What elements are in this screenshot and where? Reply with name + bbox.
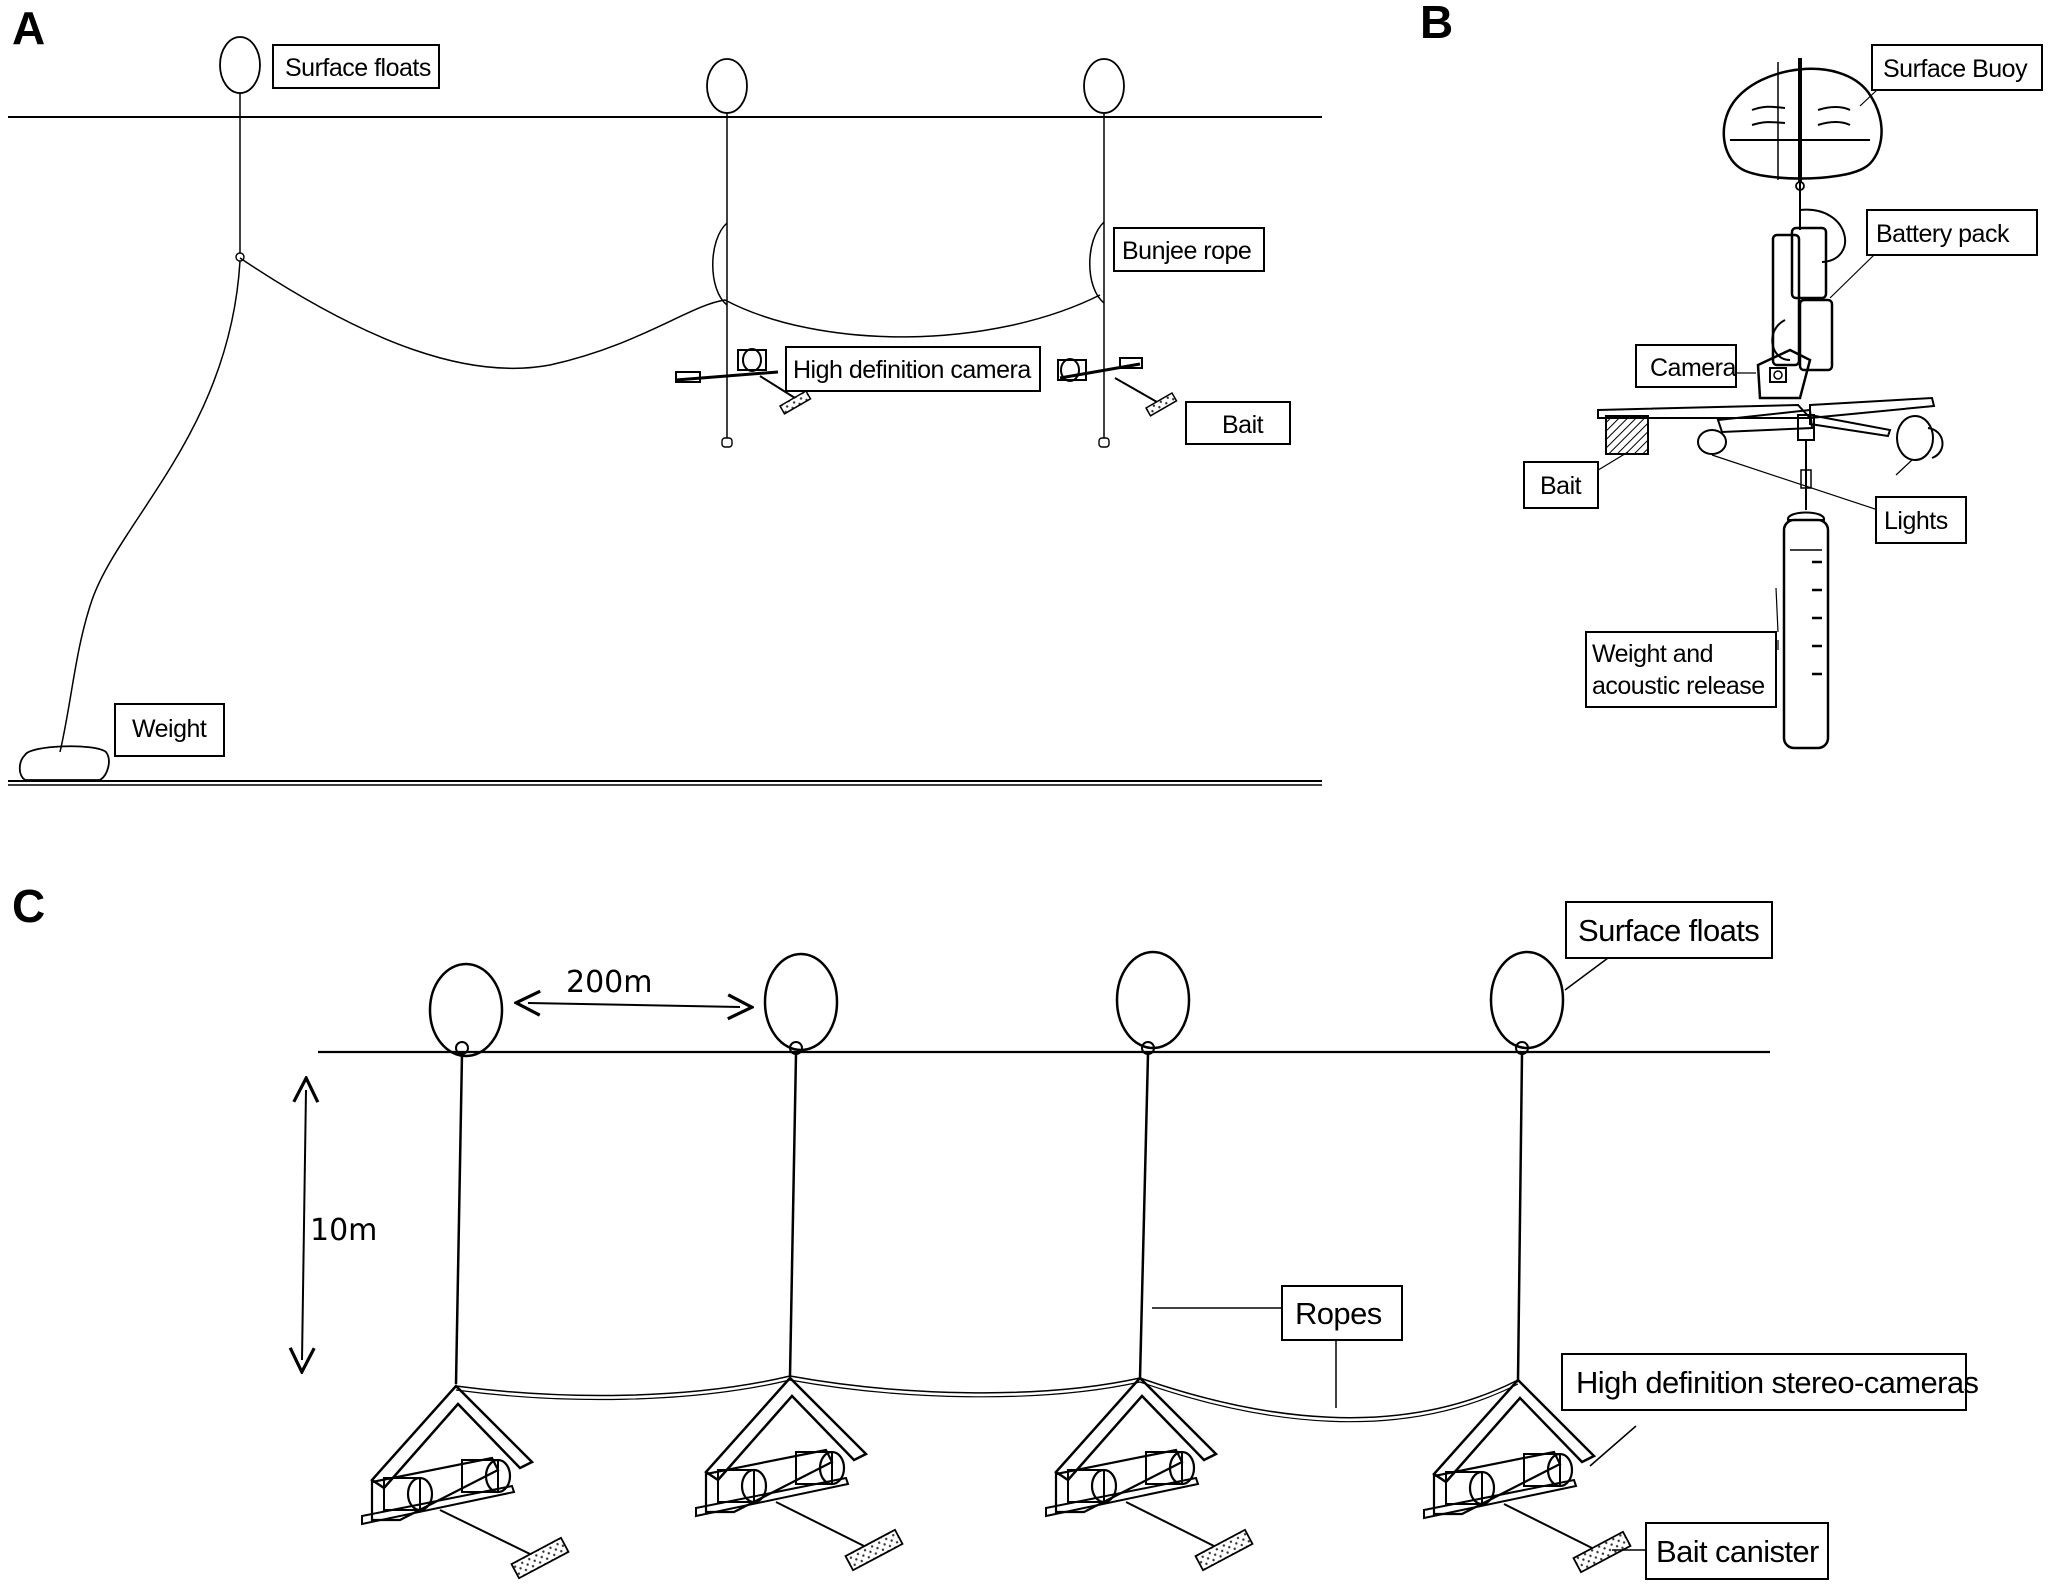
svg-text:Weight: Weight	[132, 715, 207, 743]
depth-label: 10m	[310, 1213, 377, 1248]
label-camera-b: Camera	[1635, 344, 1737, 388]
stereo-camera-frame-4	[1423, 1378, 1632, 1574]
svg-text:Battery pack: Battery pack	[1876, 220, 2010, 248]
panel-c-letter: C	[12, 880, 45, 932]
camera-icon	[742, 348, 762, 372]
camera-drop-1	[675, 58, 812, 448]
anchor-float-assembly	[18, 36, 261, 781]
light-icon	[1896, 415, 1934, 461]
light-icon	[1697, 429, 1727, 455]
panel-a: A	[8, 2, 1322, 786]
panel-c: C	[12, 880, 1979, 1580]
camera-icon	[1145, 1451, 1183, 1485]
svg-text:acoustic release: acoustic release	[1592, 672, 1765, 700]
surface-float	[1115, 950, 1191, 1050]
svg-text:Camera: Camera	[1650, 354, 1737, 382]
label-bait-b: Bait	[1523, 461, 1599, 509]
camera-drop-2	[1057, 58, 1178, 448]
surface-float	[763, 952, 839, 1052]
surface-float	[1489, 950, 1565, 1050]
svg-text:Bait canister: Bait canister	[1656, 1534, 1819, 1569]
svg-text:Weight and: Weight and	[1592, 640, 1713, 668]
panel-a-letter: A	[12, 2, 45, 54]
bait-canister	[510, 1536, 570, 1580]
surface-float	[706, 58, 748, 114]
bait-holder	[1605, 415, 1649, 455]
bait-canister	[1572, 1530, 1632, 1574]
label-surface-buoy: Surface Buoy	[1871, 44, 2043, 91]
svg-text:High definition stereo-cameras: High definition stereo-cameras	[1576, 1365, 1979, 1400]
spacing-dimension: 200m	[528, 965, 740, 1007]
label-battery-pack: Battery pack	[1866, 209, 2038, 256]
camera-icon	[795, 1451, 833, 1485]
camera-housing	[1756, 348, 1812, 400]
spacing-label: 200m	[566, 965, 652, 1000]
surface-buoy	[1722, 58, 1883, 182]
bunjee-rope-section	[1089, 221, 1105, 304]
camera-icon	[1067, 1469, 1105, 1503]
label-hd-camera: High definition camera	[785, 346, 1041, 392]
cross-frame	[1597, 396, 1936, 441]
svg-text:High definition camera: High definition camera	[793, 356, 1031, 384]
stereo-camera-frame-1	[361, 1384, 570, 1580]
svg-text:Ropes: Ropes	[1295, 1296, 1382, 1331]
bait-canister-small	[778, 390, 812, 415]
label-bait-a: Bait	[1185, 401, 1291, 445]
bait-canister-small	[1144, 392, 1178, 417]
label-lights: Lights	[1875, 496, 1967, 544]
stereo-camera-frame-3	[1045, 1376, 1254, 1572]
svg-text:Bait: Bait	[1540, 472, 1582, 500]
battery-pack	[1771, 208, 1846, 372]
bunjee-rope-section	[712, 222, 728, 306]
backbone-line	[239, 257, 1101, 370]
backbone-rope	[455, 1375, 1519, 1423]
stereo-camera-frame-2	[695, 1376, 904, 1572]
svg-text:Lights: Lights	[1884, 507, 1948, 535]
camera-icon	[1769, 367, 1787, 383]
label-bait-canister: Bait canister	[1645, 1522, 1829, 1580]
label-weight-acoustic: Weight and acoustic release	[1585, 631, 1777, 708]
label-surface-floats-a: Surface floats	[272, 44, 440, 89]
label-bunjee-rope: Bunjee rope	[1113, 227, 1265, 272]
label-stereo-cameras: High definition stereo-cameras	[1561, 1353, 1979, 1411]
bait-canister	[844, 1528, 904, 1572]
camera-icon	[383, 1477, 421, 1511]
surface-float	[1083, 58, 1125, 114]
surface-floats-c	[428, 950, 1565, 1058]
vertical-ropes	[454, 1053, 1524, 1385]
label-surface-floats-c: Surface floats	[1565, 901, 1773, 959]
label-ropes: Ropes	[1281, 1285, 1403, 1341]
camera-icon	[461, 1459, 499, 1493]
weight-acoustic-release	[1782, 511, 1830, 750]
panel-b: B	[1420, 0, 2043, 750]
anchor-line	[59, 260, 241, 753]
camera-icon	[1523, 1453, 1561, 1487]
svg-text:Surface floats: Surface floats	[285, 54, 431, 82]
svg-text:Surface floats: Surface floats	[1578, 913, 1759, 948]
label-weight-a: Weight	[114, 703, 225, 757]
weight-block	[18, 745, 110, 781]
svg-text:Bait: Bait	[1222, 411, 1264, 439]
bait-canister	[1194, 1528, 1254, 1572]
camera-icon	[1445, 1471, 1483, 1505]
svg-text:Bunjee rope: Bunjee rope	[1122, 237, 1251, 265]
camera-icon	[717, 1469, 755, 1503]
panel-b-letter: B	[1420, 0, 1453, 48]
surface-float	[428, 962, 504, 1058]
depth-dimension: 10m	[302, 1090, 377, 1360]
svg-text:Surface Buoy: Surface Buoy	[1883, 55, 2028, 83]
lights	[1697, 415, 1944, 461]
surface-float	[219, 36, 261, 94]
